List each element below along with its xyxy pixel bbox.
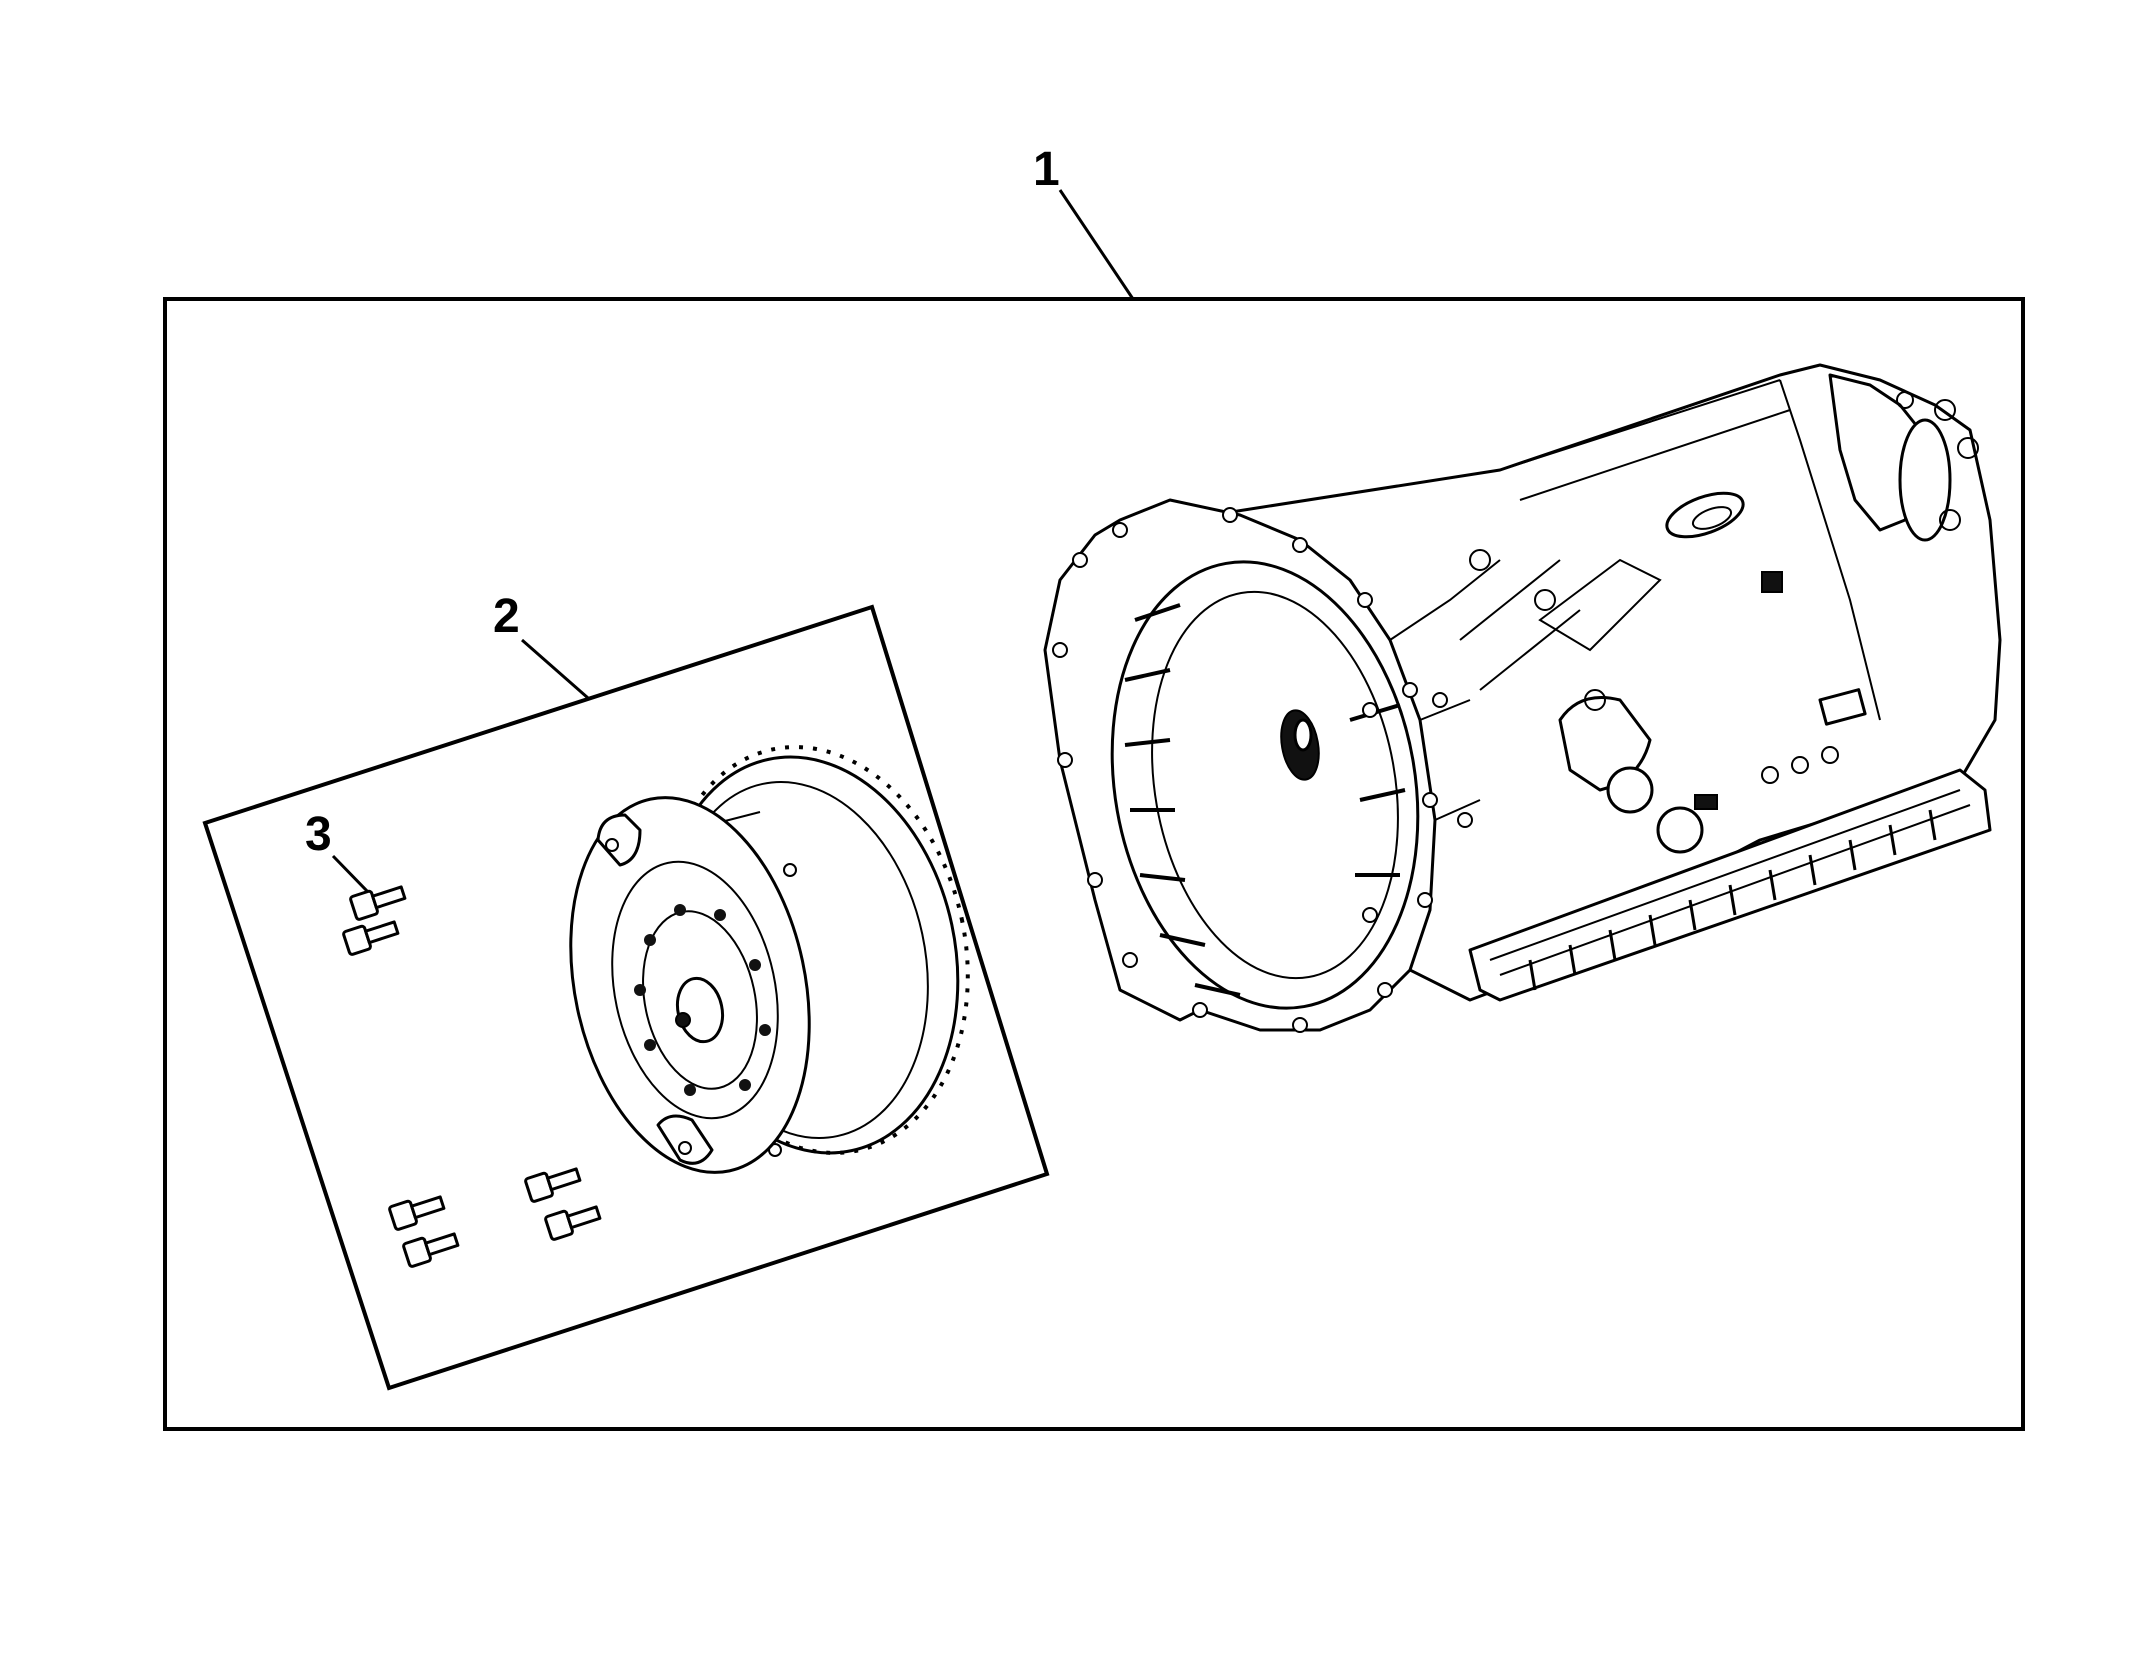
bolt-icon [388,1195,446,1231]
callout-1[interactable]: 1 [1033,143,1060,196]
bolt-icon [524,1167,582,1203]
leader-line-1 [1058,189,1135,300]
bolt-icon-group [342,885,602,1268]
torque-converter-illustration [569,745,970,1174]
leader-line-2 [521,638,589,700]
bolt-icon [349,885,407,921]
callout-3[interactable]: 3 [305,808,332,861]
assembly-frame [163,297,2025,1431]
bolt-icon [544,1205,602,1241]
leader-line-3 [331,854,370,894]
callout-2[interactable]: 2 [493,590,520,643]
bolt-icon [342,920,400,956]
converter-kit-frame [202,604,1050,1391]
bolt-icon [402,1232,460,1268]
transmission-illustration [1043,363,2002,1033]
